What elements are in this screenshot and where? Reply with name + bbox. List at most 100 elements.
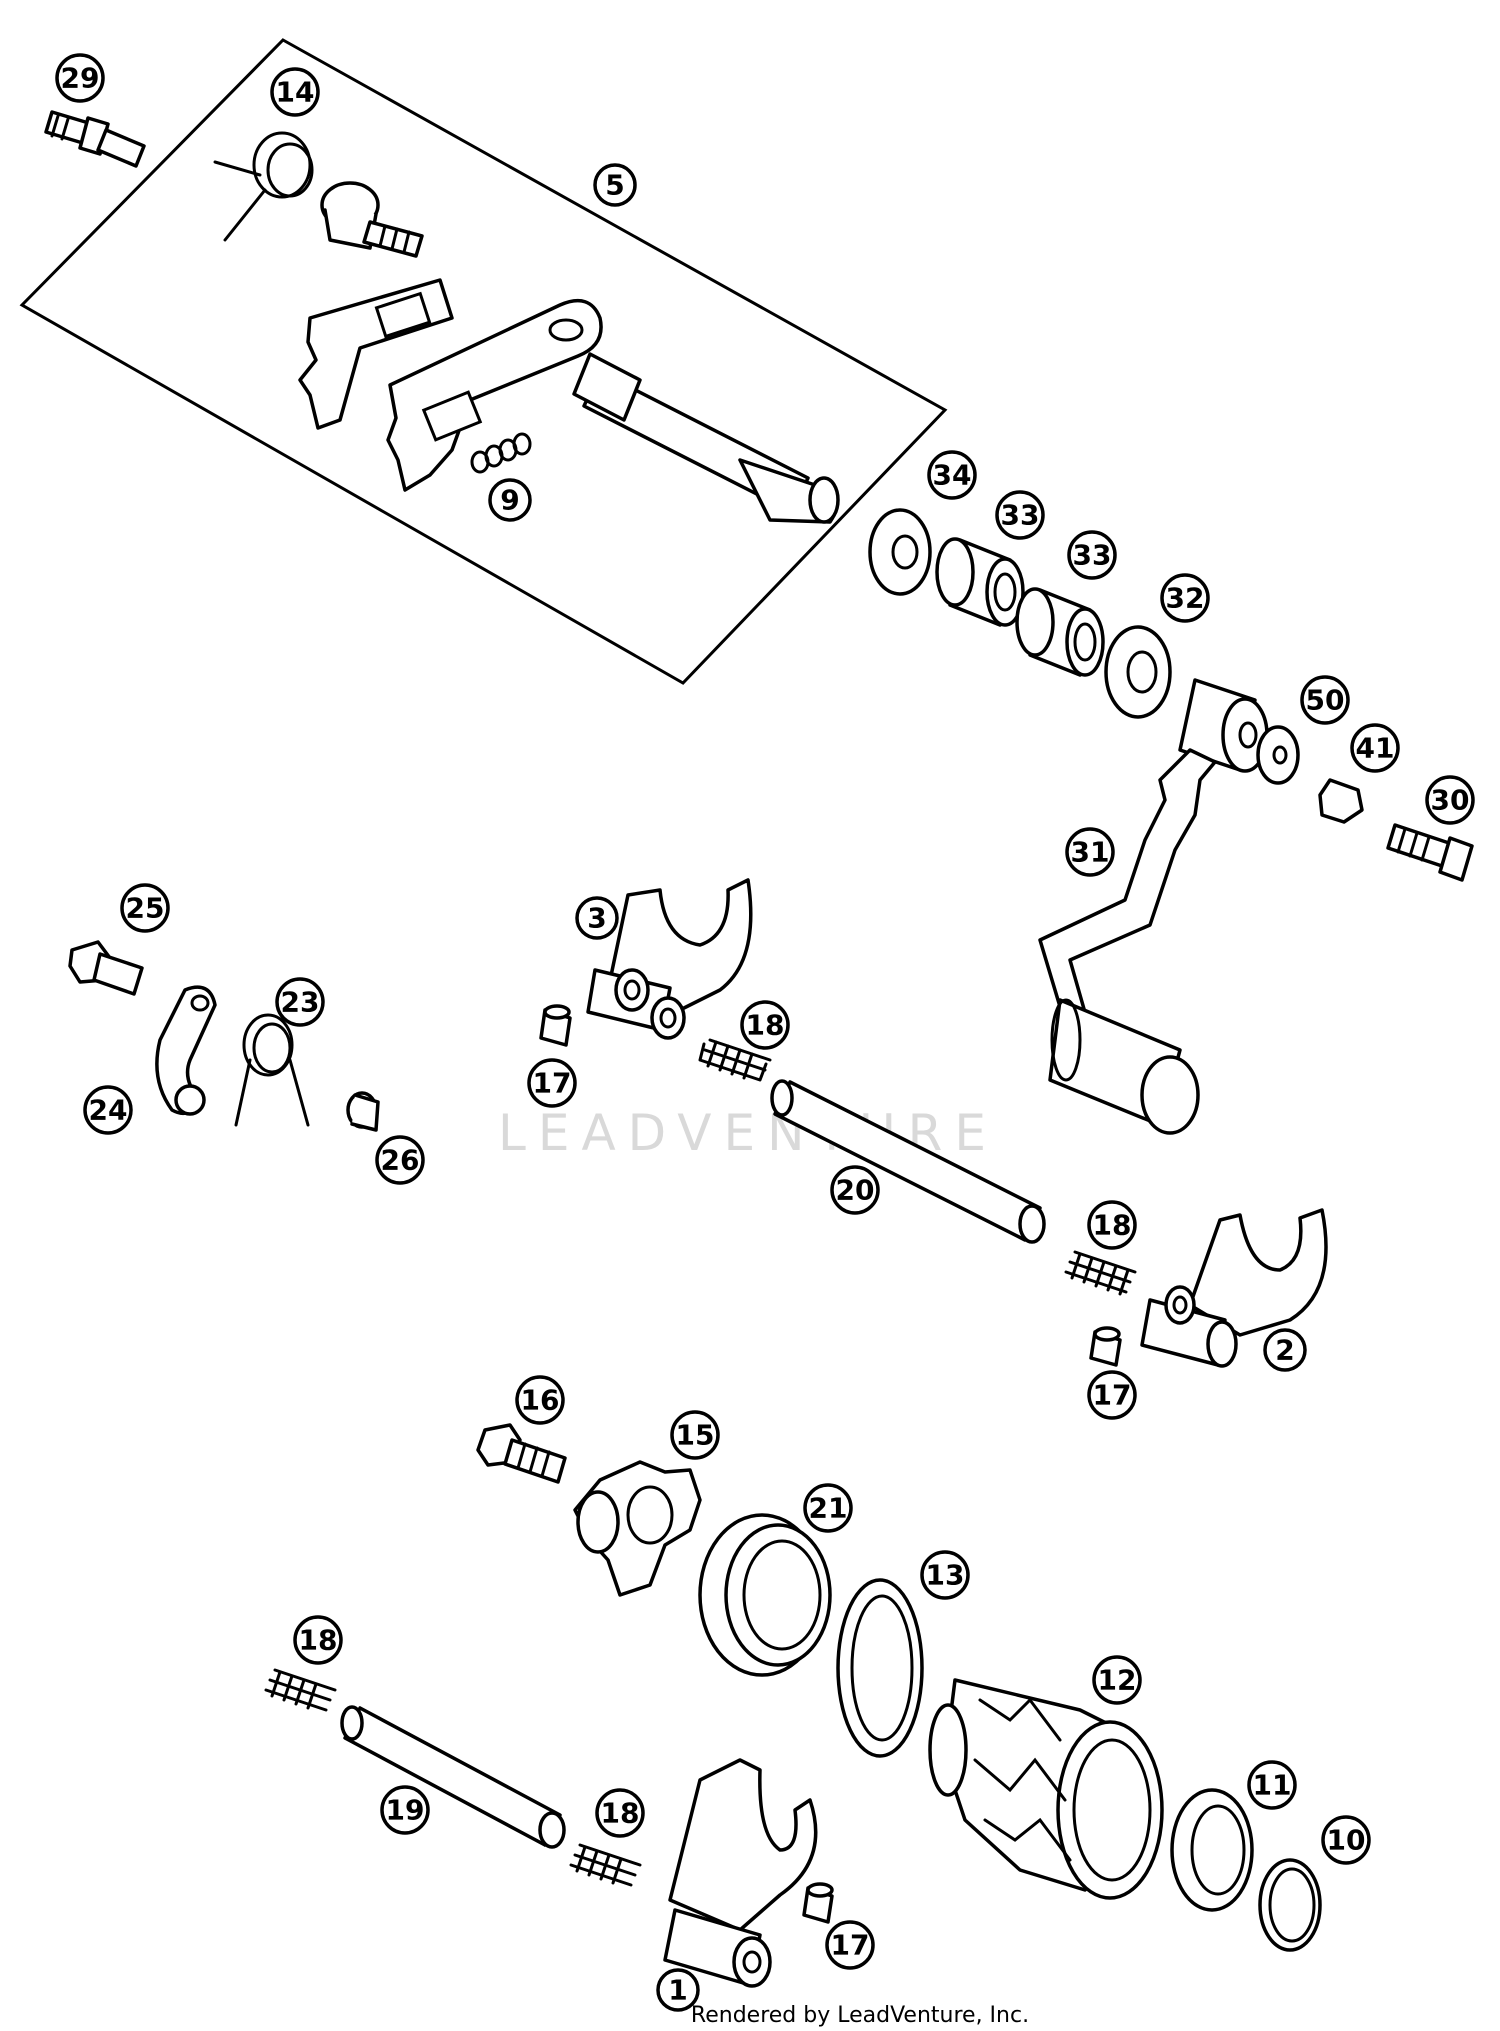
- callout-c20: 20: [830, 1165, 880, 1215]
- callout-circle: [1247, 1760, 1297, 1810]
- callout-circle: [1067, 530, 1117, 580]
- part-16-bolt: [476, 1423, 567, 1484]
- callout-c9: 9: [488, 478, 532, 522]
- callout-label: 12: [1098, 1664, 1137, 1697]
- part-13-shim: [836, 1578, 924, 1758]
- callout-label: 33: [1001, 499, 1040, 532]
- callout-label: 17: [831, 1929, 870, 1962]
- callout-label: 21: [809, 1492, 848, 1525]
- callout-circle: [593, 163, 637, 207]
- part-3-shift-fork: [586, 878, 753, 1040]
- part-50-washer: [1256, 725, 1300, 785]
- callout-circle: [595, 1788, 645, 1838]
- callout-c23: 23: [275, 977, 325, 1027]
- assembly-5-outline: [19, 38, 948, 685]
- callout-circle: [270, 67, 320, 117]
- part-32-washer: [1104, 625, 1172, 719]
- part-10-ring: [1258, 1858, 1322, 1952]
- callout-label: 33: [1073, 539, 1112, 572]
- part-15-star-wheel: [573, 1460, 702, 1597]
- callout-circle: [55, 53, 105, 103]
- part-12-shift-drum: [928, 1678, 1164, 1900]
- part-24-arm: [155, 985, 217, 1116]
- callout-c17c: 17: [825, 1920, 875, 1970]
- callout-label: 32: [1166, 582, 1205, 615]
- part-17-pin-b: [1089, 1326, 1122, 1367]
- callout-circle: [1425, 775, 1475, 825]
- callout-c17b: 17: [1087, 1370, 1137, 1420]
- callout-circle: [1092, 1655, 1142, 1705]
- callout-circle: [120, 883, 170, 933]
- part-18-spring-b: [1064, 1250, 1137, 1296]
- callout-label: 17: [1093, 1379, 1132, 1412]
- callout-c41: 41: [1350, 723, 1400, 773]
- part-23-spring: [234, 1013, 310, 1127]
- callout-c24: 24: [83, 1085, 133, 1135]
- part-19-rod: [340, 1705, 566, 1849]
- callout-label: 13: [926, 1559, 965, 1592]
- part-shift-plate: [386, 298, 603, 492]
- callout-circle: [1087, 1200, 1137, 1250]
- callout-c18b: 18: [1087, 1200, 1137, 1250]
- callout-circle: [825, 1920, 875, 1970]
- callout-circle: [995, 490, 1045, 540]
- callout-circle: [830, 1165, 880, 1215]
- callout-circle: [1350, 723, 1400, 773]
- callout-circle: [1321, 1815, 1371, 1865]
- callout-label: 1: [668, 1974, 687, 2007]
- callout-label: 29: [61, 62, 100, 95]
- callout-label: 41: [1356, 732, 1395, 765]
- callout-c50: 50: [1300, 675, 1350, 725]
- callout-c25: 25: [120, 883, 170, 933]
- part-11-bearing: [1170, 1788, 1254, 1912]
- part-34-washer: [868, 508, 932, 596]
- callout-label: 50: [1306, 684, 1345, 717]
- callout-label: 18: [601, 1797, 640, 1830]
- callout-c14: 14: [270, 67, 320, 117]
- part-30-bolt: [1386, 823, 1474, 882]
- callout-label: 14: [276, 76, 315, 109]
- callout-label: 18: [299, 1624, 338, 1657]
- callout-c19: 19: [380, 1785, 430, 1835]
- part-20-rod: [770, 1079, 1046, 1244]
- callout-label: 11: [1253, 1769, 1292, 1802]
- callout-c32: 32: [1160, 573, 1210, 623]
- callout-label: 19: [386, 1794, 425, 1827]
- part-18-spring-c: [264, 1668, 337, 1712]
- callout-label: 3: [587, 902, 606, 935]
- part-26-bushing: [346, 1091, 380, 1132]
- callout-circle: [575, 896, 619, 940]
- part-31-shift-lever: [1038, 678, 1269, 1135]
- callout-label: 26: [381, 1144, 420, 1177]
- callout-label: 17: [533, 1067, 572, 1100]
- callout-circle: [527, 1058, 577, 1108]
- part-33-bearing-a: [935, 537, 1025, 627]
- callout-label: 18: [746, 1009, 785, 1042]
- callout-label: 30: [1431, 784, 1470, 817]
- footer-credit: Rendered by LeadVenture, Inc.: [691, 2003, 1029, 2028]
- callout-circle: [656, 1968, 700, 2012]
- callout-circle: [740, 1000, 790, 1050]
- callout-circle: [1300, 675, 1350, 725]
- callout-circle: [83, 1085, 133, 1135]
- part-ratchet-plate: [298, 278, 454, 430]
- part-9-spring: [470, 432, 532, 474]
- part-33-bearing-b: [1015, 587, 1105, 677]
- callout-circle: [803, 1483, 853, 1533]
- callout-label: 31: [1071, 836, 1110, 869]
- callout-c15: 15: [670, 1410, 720, 1460]
- callout-label: 34: [933, 459, 972, 492]
- callout-label: 18: [1093, 1209, 1132, 1242]
- callout-circle: [375, 1135, 425, 1185]
- callout-label: 10: [1327, 1824, 1366, 1857]
- part-25-bolt: [68, 940, 144, 996]
- callout-c18d: 18: [595, 1788, 645, 1838]
- callout-circle: [380, 1785, 430, 1835]
- part-17-pin-a: [539, 1004, 572, 1047]
- part-29-bolt: [44, 110, 146, 168]
- callout-circle: [1087, 1370, 1137, 1420]
- callout-circle: [920, 1550, 970, 1600]
- callout-label: 15: [676, 1419, 715, 1452]
- callout-c17a: 17: [527, 1058, 577, 1108]
